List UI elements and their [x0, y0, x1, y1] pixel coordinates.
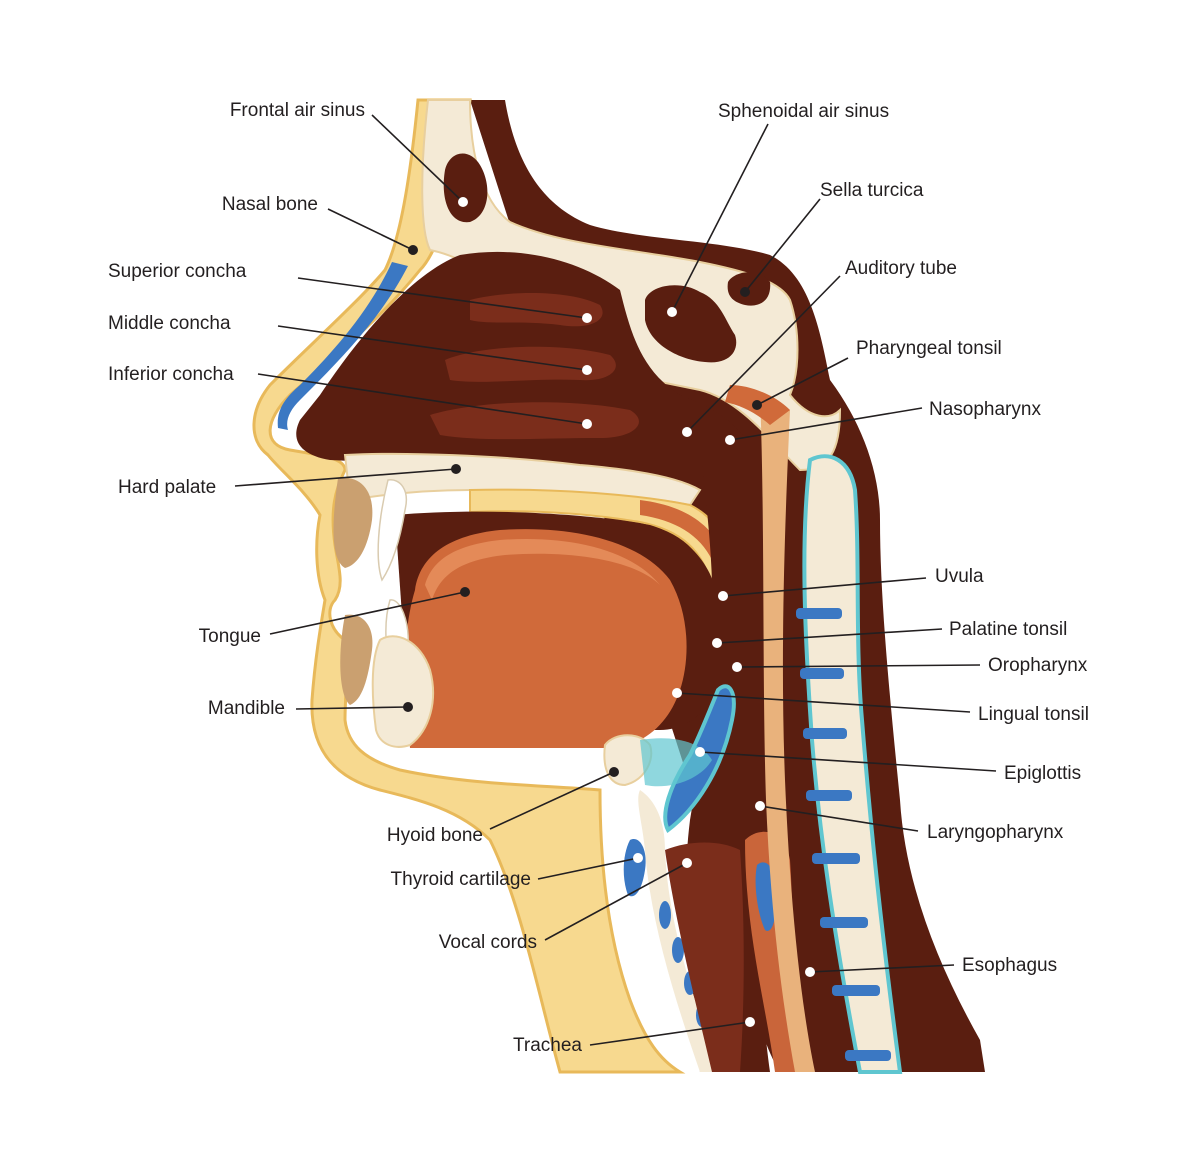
label-tongue: Tongue	[199, 626, 261, 647]
label-nasal-bone: Nasal bone	[222, 194, 318, 215]
frontal-sinus-cavity	[443, 153, 488, 223]
leader-lines	[234, 114, 997, 1046]
anatomy-illustration	[252, 98, 985, 1074]
label-superior-concha: Superior concha	[108, 261, 247, 282]
inferior-concha-shape	[430, 402, 639, 440]
larynx-wall	[638, 790, 720, 1072]
thyroid-cartilage-shape	[623, 839, 646, 897]
sphenoid-sinus-cavity	[645, 285, 737, 363]
label-middle-concha: Middle concha	[108, 313, 231, 334]
skin-layer	[252, 98, 686, 1074]
label-laryngopharynx: Laryngopharynx	[927, 822, 1064, 843]
upper-incisor	[377, 479, 407, 582]
label-pharyngeal-tonsil: Pharyngeal tonsil	[856, 338, 1002, 359]
label-thyroid-cartilage: Thyroid cartilage	[391, 869, 531, 890]
label-inferior-concha: Inferior concha	[108, 364, 234, 385]
tongue-shape	[405, 529, 687, 748]
trachea-lumen	[665, 842, 744, 1072]
mandible-bone	[371, 635, 434, 748]
label-vocal-cords: Vocal cords	[439, 932, 537, 953]
label-epiglottis: Epiglottis	[1004, 763, 1081, 784]
lower-lip	[340, 614, 373, 705]
posterior-pharyngeal-wall	[760, 395, 815, 1072]
label-uvula: Uvula	[935, 566, 984, 587]
tongue-surface	[425, 538, 660, 600]
labels: Frontal air sinus Nasal bone Superior co…	[108, 100, 1089, 1056]
pointer-dots	[403, 197, 815, 1027]
label-lingual-tonsil: Lingual tonsil	[978, 704, 1089, 725]
label-trachea: Trachea	[513, 1035, 582, 1056]
label-esophagus: Esophagus	[962, 955, 1057, 976]
label-palatine-tonsil: Palatine tonsil	[949, 619, 1067, 640]
label-sphenoidal-air-sinus: Sphenoidal air sinus	[718, 101, 889, 122]
label-mandible: Mandible	[208, 698, 285, 719]
label-hard-palate: Hard palate	[118, 477, 216, 498]
label-frontal-air-sinus: Frontal air sinus	[230, 100, 365, 121]
nasal-cavity	[296, 251, 760, 540]
intervertebral-discs	[796, 608, 891, 1061]
soft-palate-muscle	[640, 500, 720, 560]
label-sella-turcica: Sella turcica	[820, 180, 924, 201]
nasal-cartilage	[277, 262, 408, 430]
label-auditory-tube: Auditory tube	[845, 258, 957, 279]
label-hyoid-bone: Hyoid bone	[387, 825, 483, 846]
label-nasopharynx: Nasopharynx	[929, 399, 1041, 420]
hard-palate-bone	[343, 452, 702, 507]
label-oropharynx: Oropharynx	[988, 655, 1088, 676]
upper-lip	[333, 477, 373, 568]
epiglottis-fibers	[640, 738, 712, 787]
superior-concha-shape	[470, 293, 603, 327]
